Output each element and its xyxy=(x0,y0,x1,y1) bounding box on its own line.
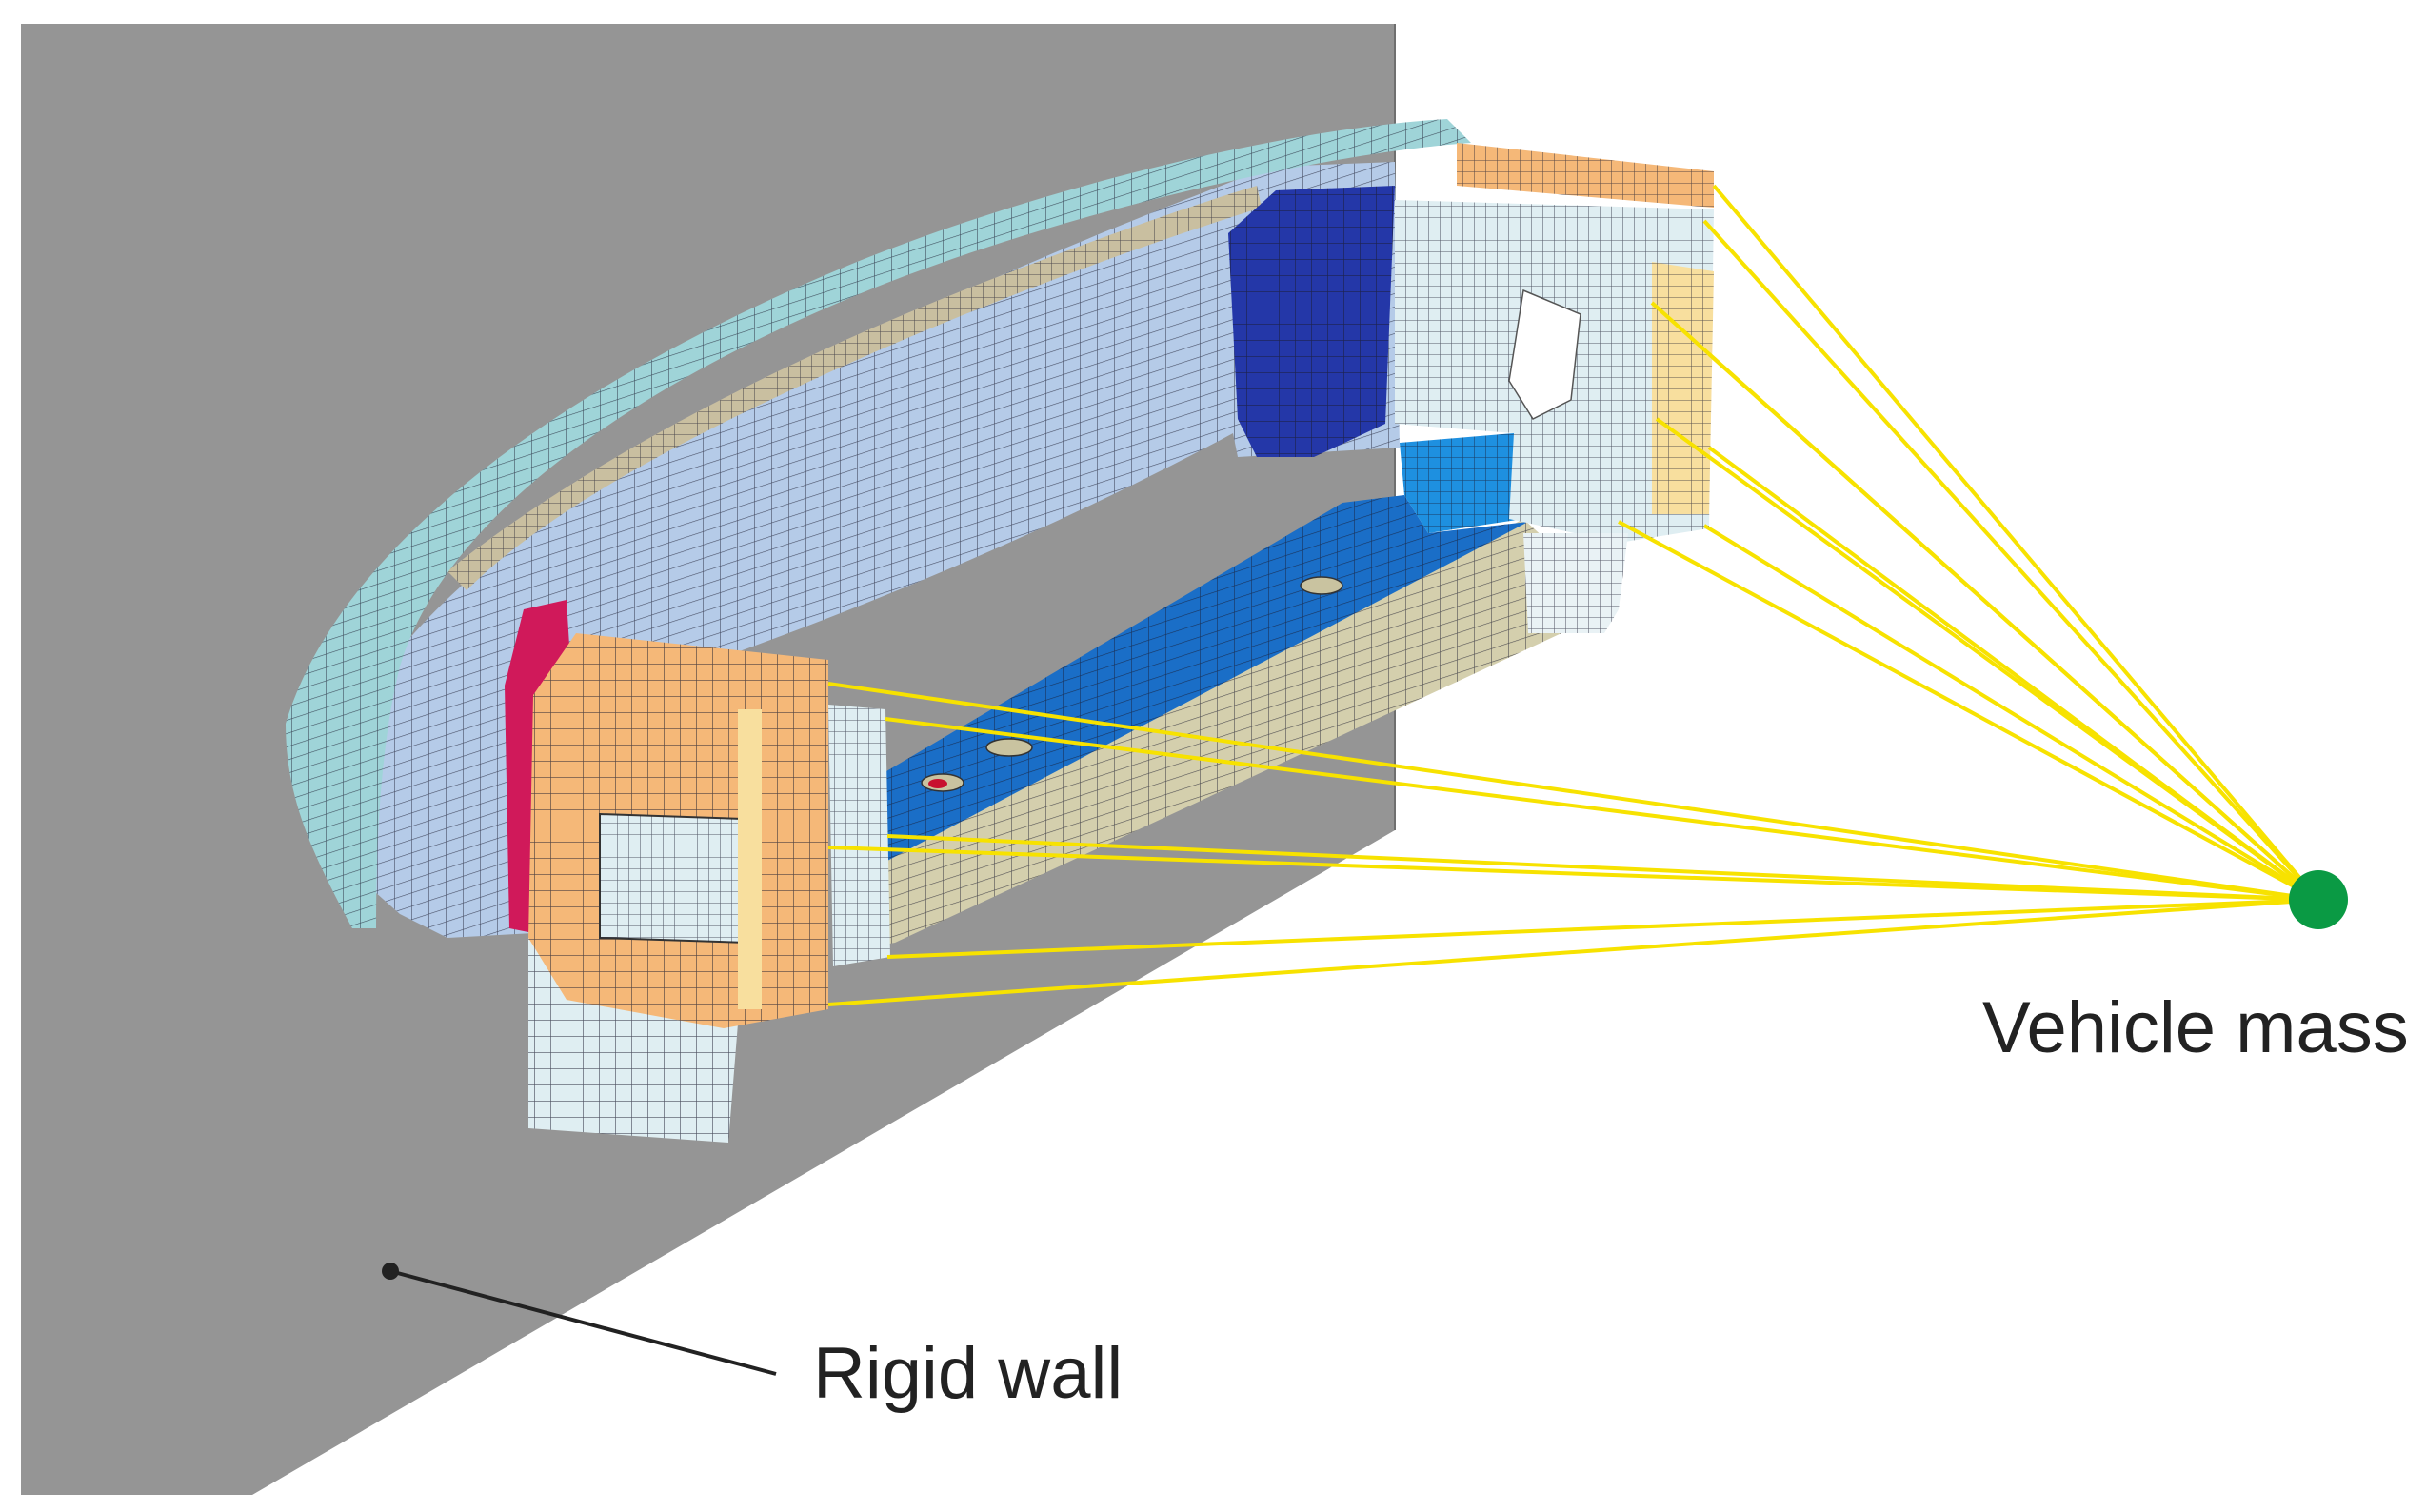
cross-member-hole-red xyxy=(928,779,947,788)
vehicle-mass-node xyxy=(2289,870,2348,929)
rbe-link xyxy=(1707,352,2320,902)
rbe-link xyxy=(886,834,2319,902)
rbe-link xyxy=(1618,520,2319,902)
vehicle-mass-label: Vehicle mass xyxy=(1982,987,2409,1068)
bumper-beam xyxy=(314,162,1400,938)
rbe-link xyxy=(886,898,2319,959)
cross-member-hole xyxy=(985,738,1033,757)
rbe-links xyxy=(827,184,2320,1006)
rbe-link xyxy=(827,846,2319,902)
rbe-link xyxy=(1702,524,2320,902)
rbe-link xyxy=(1702,219,2320,902)
crash-box-left-stripe xyxy=(738,709,762,1009)
rbe-link xyxy=(1712,184,2320,902)
bumper-fascia xyxy=(286,119,1471,928)
rbe-link xyxy=(827,898,2319,1006)
rbe-link xyxy=(885,717,2319,902)
cross-member-hole xyxy=(1300,576,1343,595)
rigid-wall-leader-line xyxy=(389,1269,777,1376)
rigid-wall-label: Rigid wall xyxy=(813,1333,1124,1414)
crash-box-right-opening xyxy=(1508,288,1581,420)
rbe-link xyxy=(827,682,2319,902)
rigid-wall-leader xyxy=(382,1263,777,1376)
crash-box-left xyxy=(528,633,890,1143)
rbe-link xyxy=(1707,446,2320,902)
crash-box-right xyxy=(1395,143,1714,633)
